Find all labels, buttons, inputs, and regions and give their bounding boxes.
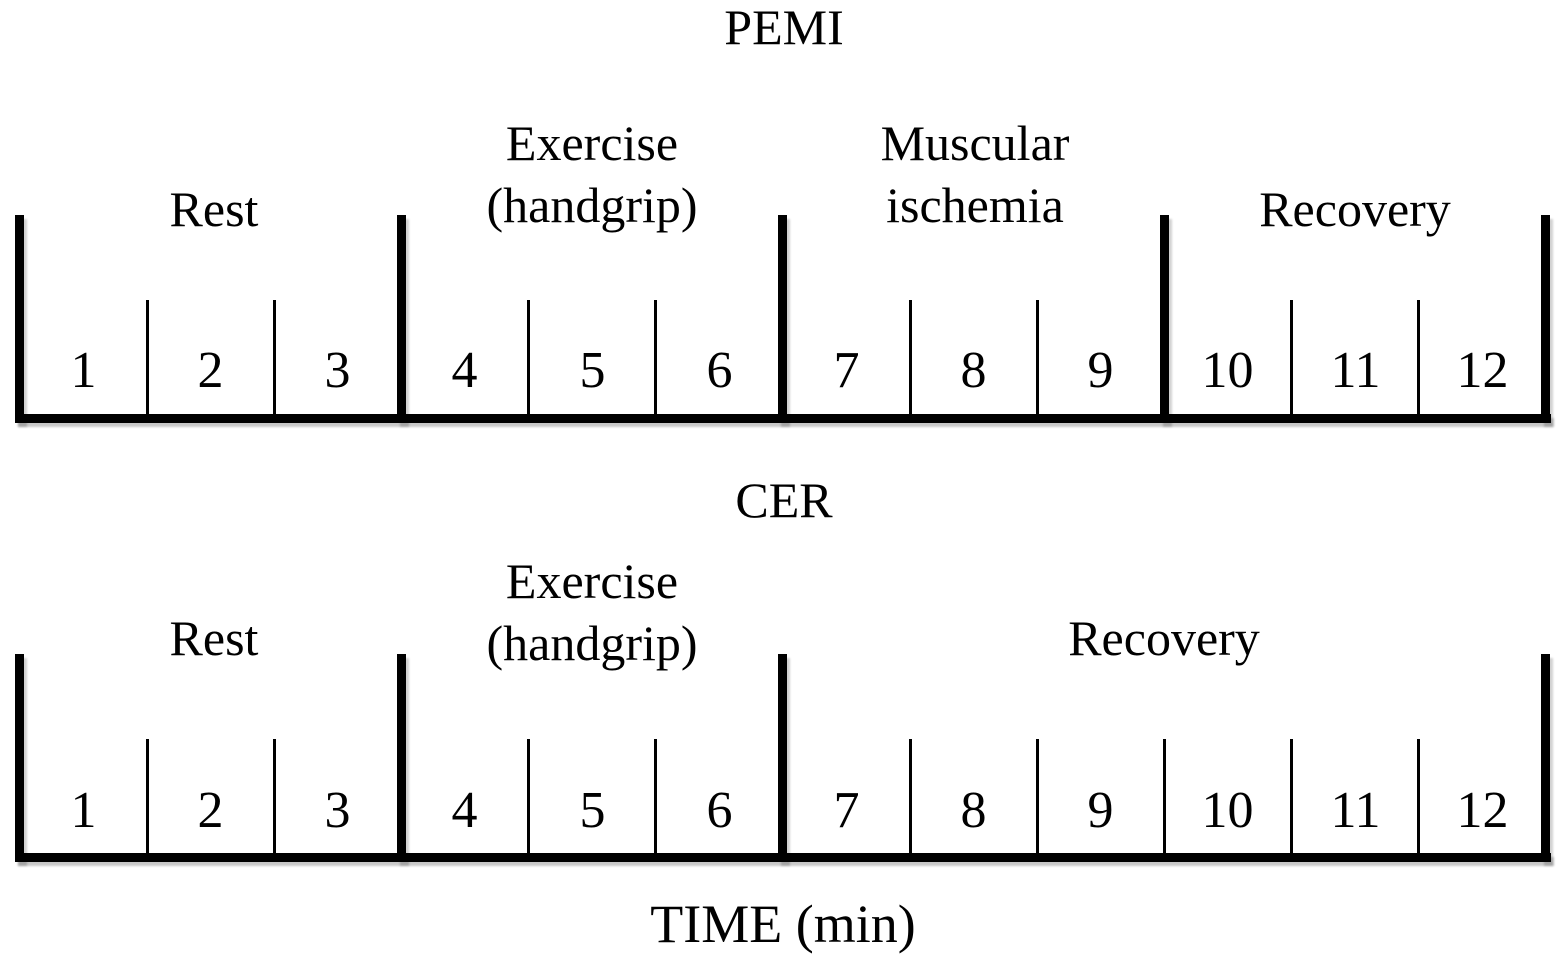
minute-number: 11	[1330, 782, 1381, 839]
phase-boundary-bar	[1160, 215, 1169, 423]
minute-number: 11	[1330, 342, 1381, 399]
minute-tick	[146, 300, 149, 423]
minute-number: 8	[960, 782, 987, 839]
minute-tick	[1417, 739, 1420, 862]
phase-boundary-bar	[15, 654, 24, 862]
timeline-cer-title: CER	[735, 472, 833, 528]
minute-number: 9	[1087, 342, 1114, 399]
phase-label-exercise: Exercise (handgrip)	[486, 550, 697, 674]
phase-label-rest: Rest	[170, 183, 259, 235]
minute-number: 2	[197, 342, 224, 399]
minute-tick	[909, 739, 912, 862]
timeline-pemi-title: PEMI	[724, 0, 844, 55]
minute-tick	[1036, 739, 1039, 862]
minute-tick	[527, 300, 530, 423]
timeline-baseline	[15, 853, 1551, 862]
minute-number: 4	[451, 342, 478, 399]
minute-number: 9	[1087, 782, 1114, 839]
minute-tick	[1417, 300, 1420, 423]
phase-label-recovery: Recovery	[1259, 183, 1451, 235]
phase-boundary-bar	[15, 215, 24, 423]
phase-boundary-bar	[1541, 654, 1550, 862]
phase-label-line: Exercise	[505, 553, 679, 609]
minute-number: 5	[579, 782, 606, 839]
phase-label-line: Muscular	[880, 115, 1070, 171]
minute-tick	[1163, 739, 1166, 862]
minute-number: 7	[833, 342, 860, 399]
phase-label-line: (handgrip)	[486, 177, 698, 233]
minute-tick	[1290, 739, 1293, 862]
phase-label-muscular-ischemia: Muscular ischemia	[881, 112, 1070, 236]
minute-number: 5	[579, 342, 606, 399]
minute-tick	[273, 300, 276, 423]
minute-tick	[909, 300, 912, 423]
minute-number: 6	[706, 342, 733, 399]
minute-number: 2	[197, 782, 224, 839]
minute-number: 4	[451, 782, 478, 839]
minute-tick	[146, 739, 149, 862]
phase-label-exercise: Exercise (handgrip)	[486, 112, 697, 236]
phase-label-line: Exercise	[505, 115, 679, 171]
phase-label-rest: Rest	[170, 612, 259, 664]
minute-number: 1	[70, 782, 97, 839]
minute-number: 6	[706, 782, 733, 839]
minute-number: 8	[960, 342, 987, 399]
phase-boundary-bar	[397, 654, 406, 862]
timeline-baseline	[15, 414, 1551, 423]
phase-label-recovery: Recovery	[1068, 612, 1260, 664]
phase-label-line: Rest	[169, 610, 259, 666]
minute-number: 1	[70, 342, 97, 399]
minute-number: 10	[1201, 782, 1254, 839]
minute-number: 3	[324, 782, 351, 839]
minute-tick	[273, 739, 276, 862]
minute-tick	[1036, 300, 1039, 423]
minute-number: 10	[1201, 342, 1254, 399]
time-axis-label: TIME (min)	[650, 894, 916, 954]
minute-number: 12	[1456, 342, 1509, 399]
minute-number: 3	[324, 342, 351, 399]
phase-boundary-bar	[397, 215, 406, 423]
minute-tick	[527, 739, 530, 862]
phase-label-line: (handgrip)	[486, 615, 698, 671]
phase-boundary-bar	[1541, 215, 1550, 423]
minute-number: 12	[1456, 782, 1509, 839]
phase-label-line: Recovery	[1259, 181, 1451, 237]
minute-number: 7	[833, 782, 860, 839]
minute-tick	[1290, 300, 1293, 423]
phase-label-line: ischemia	[886, 177, 1064, 233]
minute-tick	[654, 300, 657, 423]
minute-tick	[654, 739, 657, 862]
phase-label-line: Rest	[169, 181, 259, 237]
phase-boundary-bar	[778, 215, 787, 423]
phase-boundary-bar	[778, 654, 787, 862]
phase-label-line: Recovery	[1068, 610, 1260, 666]
